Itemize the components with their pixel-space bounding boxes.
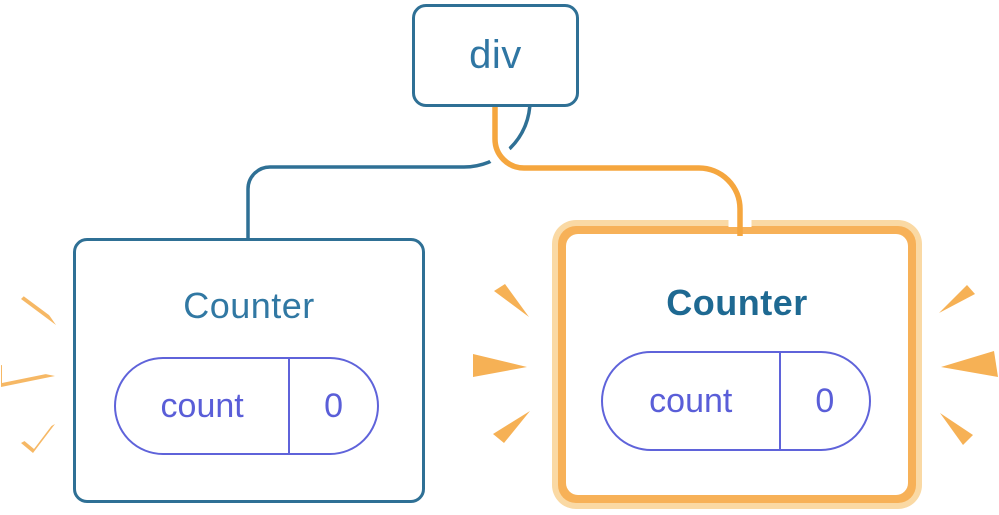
state-pill-left: count 0 — [114, 357, 379, 455]
orange-spark-icon — [493, 411, 530, 443]
orange-spark-icon — [473, 354, 527, 377]
state-pill-right: count 0 — [601, 351, 871, 451]
white-spark-burst-icon — [1, 285, 57, 453]
white-spark-icon — [2, 361, 56, 383]
spark-fringe-icon — [1, 365, 55, 387]
counter-card-right-highlight-ring: Counter count 0 — [552, 220, 922, 509]
state-value: 0 — [778, 353, 869, 449]
orange-spark-icon — [941, 351, 998, 377]
root-node-div: div — [412, 4, 579, 107]
orange-spark-icon — [494, 284, 529, 317]
white-spark-icon — [22, 420, 56, 449]
counter-title-left: Counter — [183, 285, 315, 326]
counter-title-right: Counter — [666, 282, 808, 323]
white-spark-icon — [22, 285, 57, 321]
orange-spark-burst-left-icon — [473, 284, 530, 443]
counter-card-right-border: Counter count 0 — [558, 226, 916, 503]
state-key-label: count — [649, 381, 733, 420]
orange-spark-icon — [940, 413, 973, 445]
orange-spark-burst-right-icon — [939, 285, 998, 445]
spark-fringe-icon — [21, 289, 56, 325]
orange-spark-icon — [939, 285, 975, 313]
counter-card-right: Counter count 0 — [566, 234, 908, 495]
counter-card-left: Counter count 0 — [73, 238, 425, 503]
edge-div-to-right-counter-highlight — [492, 99, 743, 236]
edge-div-to-left-counter — [246, 100, 532, 240]
root-node-label: div — [469, 33, 522, 77]
state-key-label: count — [160, 386, 244, 425]
spark-fringe-icon — [21, 424, 55, 453]
state-value: 0 — [288, 359, 377, 453]
edge-casing-white — [483, 99, 752, 227]
